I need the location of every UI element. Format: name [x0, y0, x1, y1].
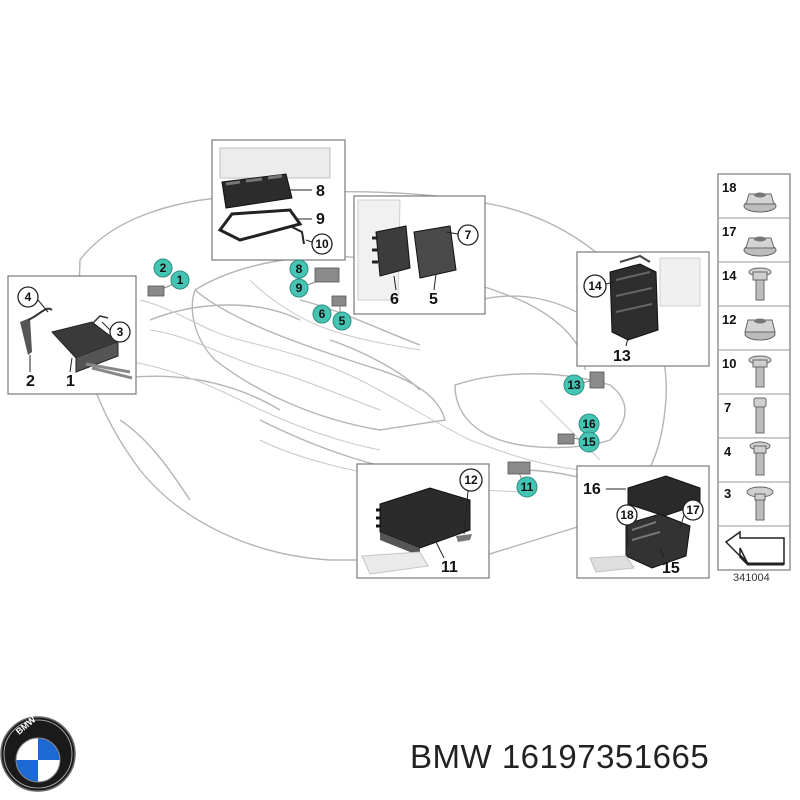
- fastener-14: 14: [722, 267, 772, 301]
- label-4-circle: [17, 286, 39, 308]
- fastener-label: 14: [722, 268, 737, 283]
- label-12-circle: [459, 468, 483, 492]
- fastener-10: 10: [722, 355, 772, 388]
- label-8: 8: [316, 183, 325, 200]
- car-components: [147, 267, 605, 475]
- fastener-label: 17: [722, 224, 736, 239]
- fastener-label: 3: [724, 486, 731, 501]
- direction-arrow-icon: [724, 530, 785, 566]
- callout-circle: [332, 311, 352, 331]
- detail-box-bottom-left: 12 11: [356, 463, 490, 579]
- fastener-label: 12: [722, 312, 736, 327]
- callout-circle: [516, 476, 538, 498]
- callout-number: 1: [177, 273, 184, 287]
- callout-number: 9: [296, 281, 303, 295]
- label-7-circle: [457, 224, 479, 246]
- callout-circle: [153, 258, 173, 278]
- label-14-circle: [583, 274, 607, 298]
- label-7: 7: [465, 228, 472, 242]
- label-11: 11: [441, 559, 458, 576]
- label-17: 17: [686, 503, 700, 517]
- fastener-12: 12: [722, 312, 776, 341]
- label-9: 9: [316, 211, 325, 228]
- label-16: 16: [583, 481, 601, 498]
- callout-number: 2: [160, 261, 167, 275]
- callout-number: 6: [319, 307, 326, 321]
- teal-callout-15: 15: [578, 431, 600, 453]
- fastener-label: 18: [722, 180, 736, 195]
- teal-callouts: 2 1 8 9 6 5 13 16 15 11: [153, 258, 600, 498]
- label-5: 5: [429, 291, 438, 308]
- teal-callout-6: 6: [312, 304, 332, 324]
- fastener-4: 4: [724, 441, 771, 476]
- fastener-3: 3: [724, 486, 774, 521]
- callout-number: 15: [582, 435, 596, 449]
- label-15: 15: [662, 560, 680, 577]
- detail-box-mid: 7 6 5: [353, 195, 486, 315]
- label-17-circle: [682, 499, 704, 521]
- fastener-label: 4: [724, 444, 732, 459]
- label-1: 1: [66, 373, 75, 390]
- fastener-label: 10: [722, 356, 736, 371]
- label-4: 4: [25, 290, 32, 304]
- fastener-label: 7: [724, 400, 731, 415]
- brand-part-number: BMW 16197351665: [410, 738, 710, 775]
- callout-circle: [578, 431, 600, 453]
- reference-number: 341004: [733, 572, 770, 584]
- teal-callout-2: 2: [153, 258, 173, 278]
- callout-circle: [312, 304, 332, 324]
- detail-box-bottom-right: 16 18 17 15: [576, 465, 710, 579]
- bmw-logo: BMW: [0, 714, 76, 792]
- teal-callout-16: 16: [578, 413, 600, 435]
- callout-circle: [563, 374, 585, 396]
- label-10-circle: [311, 233, 333, 255]
- detail-box-left: 4 3 2 1: [7, 275, 137, 395]
- detail-box-top: 8 9 10: [211, 139, 346, 261]
- label-10: 10: [315, 237, 329, 251]
- callout-circle: [289, 278, 309, 298]
- teal-callout-13: 13: [563, 374, 585, 396]
- label-3-circle: [109, 321, 131, 343]
- callout-number: 13: [567, 378, 581, 392]
- teal-callout-8: 8: [289, 259, 309, 279]
- callout-number: 11: [521, 480, 534, 494]
- teal-callout-1: 1: [170, 270, 190, 290]
- teal-callout-9: 9: [289, 278, 309, 298]
- fastener-column: 18 17 14 12 10: [717, 173, 791, 571]
- teal-callout-5: 5: [332, 311, 352, 331]
- fastener-17: 17: [722, 224, 777, 257]
- callout-number: 8: [296, 262, 303, 276]
- label-2: 2: [26, 373, 35, 390]
- label-12: 12: [464, 473, 478, 487]
- teal-callout-11: 11: [516, 476, 538, 498]
- fastener-7: 7: [724, 397, 767, 434]
- label-14: 14: [588, 279, 602, 293]
- label-6: 6: [390, 291, 399, 308]
- callout-number: 16: [582, 417, 596, 431]
- label-18: 18: [620, 508, 634, 522]
- callout-circle: [289, 259, 309, 279]
- label-3: 3: [117, 325, 124, 339]
- callout-circle: [170, 270, 190, 290]
- label-13: 13: [613, 348, 631, 365]
- callout-number: 5: [339, 314, 346, 328]
- detail-box-right: 14 13: [576, 251, 710, 367]
- fastener-18: 18: [722, 180, 777, 213]
